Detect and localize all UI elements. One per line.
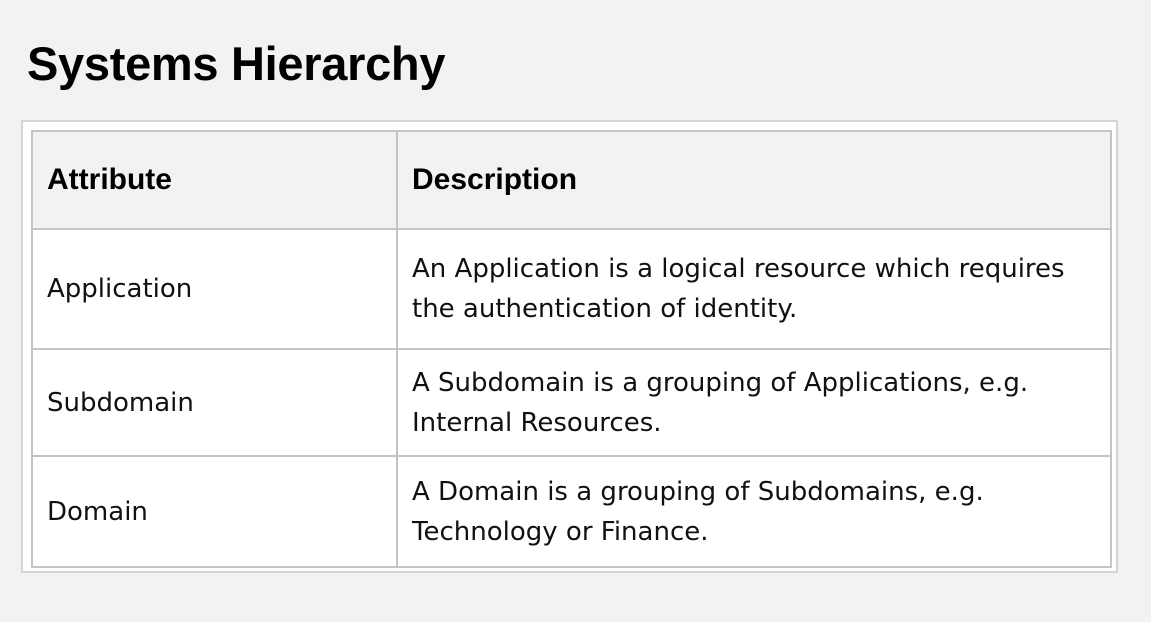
header-attribute: Attribute: [31, 130, 398, 230]
attributes-table: Attribute Description Application An App…: [31, 130, 1112, 568]
attribute-cell: Application: [31, 228, 398, 350]
attribute-cell: Subdomain: [31, 348, 398, 457]
header-description: Description: [396, 130, 1112, 230]
table-row: Domain A Domain is a grouping of Subdoma…: [31, 455, 1112, 568]
description-cell: A Domain is a grouping of Subdomains, e.…: [396, 455, 1112, 568]
page-title: Systems Hierarchy: [27, 37, 446, 90]
description-cell: An Application is a logical resource whi…: [396, 228, 1112, 350]
description-cell: A Subdomain is a grouping of Application…: [396, 348, 1112, 457]
table-frame: Attribute Description Application An App…: [21, 120, 1118, 573]
table-row: Subdomain A Subdomain is a grouping of A…: [31, 348, 1112, 457]
attribute-cell: Domain: [31, 455, 398, 568]
table-row: Application An Application is a logical …: [31, 228, 1112, 350]
table-header-row: Attribute Description: [31, 130, 1112, 230]
